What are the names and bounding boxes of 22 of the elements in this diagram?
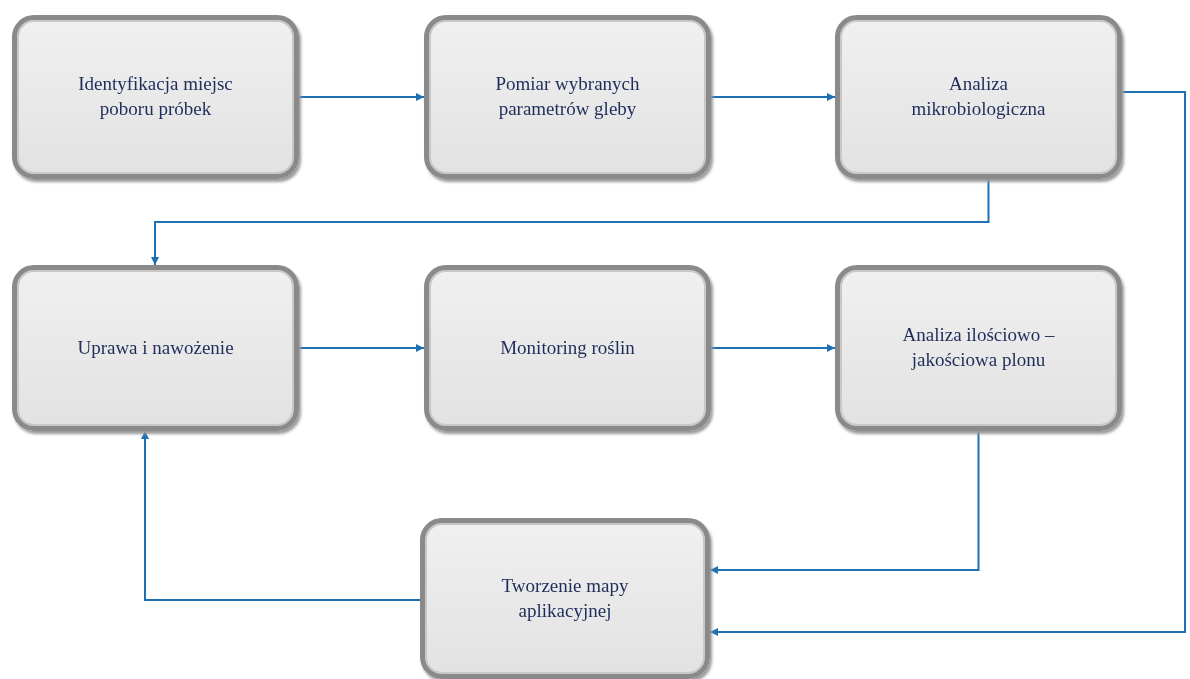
arrow [151,178,990,266]
arrow [710,344,836,352]
process-box [424,265,711,431]
step-label: Monitoring roślin [500,335,635,360]
arrow [709,430,980,574]
step-label: Analiza ilościowo – jakościowa plonu [901,323,1056,372]
step-label: Pomiar wybranych parametrów gleby [494,72,641,121]
process-box [12,15,299,179]
arrow [710,93,836,101]
process-box [424,15,711,179]
step-label: Tworzenie mapy aplikacyjnej [500,573,630,623]
arrow [709,91,1186,636]
arrow [298,344,425,352]
step-label: Analiza mikrobiologiczna [910,72,1047,121]
process-box [835,15,1122,179]
step-label: Uprawa i nawożenie [77,335,234,360]
process-box [12,265,299,431]
step-label: Identyfikacja miejsc poboru próbek [77,72,234,121]
process-box [835,265,1122,431]
arrow [141,430,421,601]
arrow [298,93,425,101]
process-box [420,518,710,679]
